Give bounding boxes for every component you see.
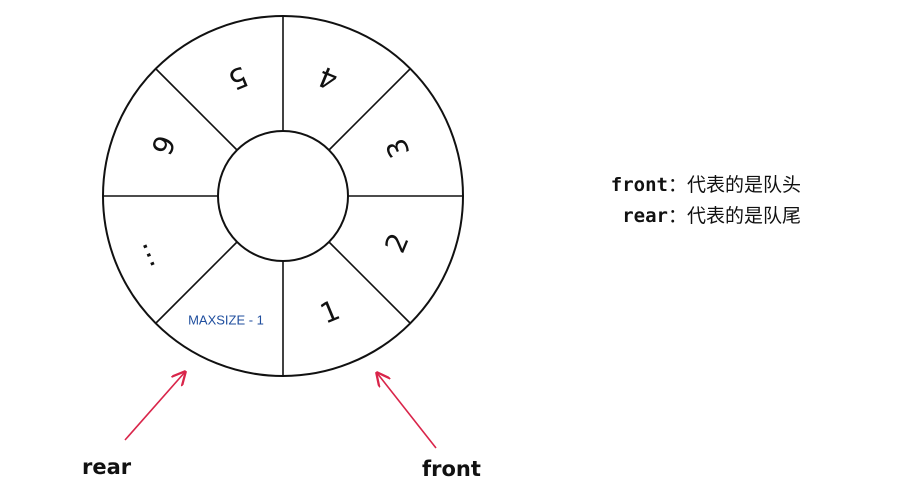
divider-line xyxy=(328,68,411,151)
divider-line xyxy=(155,68,238,151)
legend-key-rear: rear xyxy=(622,205,668,227)
segment-label-5: 5 xyxy=(223,59,252,96)
segment-label-3: 3 xyxy=(379,133,416,162)
front-label: front xyxy=(422,457,481,481)
legend-desc-rear: ：代表的是队尾 xyxy=(668,205,802,227)
segment-label-maxsize: MAXSIZE - 1 xyxy=(188,313,264,328)
legend: front：代表的是队头 rear：代表的是队尾 xyxy=(598,170,801,232)
legend-desc-front: ：代表的是队头 xyxy=(668,174,802,196)
legend-key-front: front xyxy=(610,174,668,196)
divider-line xyxy=(328,241,411,324)
front-arrow xyxy=(377,373,437,449)
segment-label-ellipsis: … xyxy=(135,233,176,271)
segment-label-1: 1 xyxy=(315,293,344,330)
inner-ring xyxy=(217,130,349,262)
divider-line xyxy=(155,241,238,324)
segment-label-4: 4 xyxy=(313,59,342,96)
rear-label: rear xyxy=(82,455,132,479)
legend-row-front: front：代表的是队头 xyxy=(598,170,801,201)
segment-label-2: 2 xyxy=(378,228,415,257)
rear-arrow xyxy=(124,372,185,441)
segment-label-6: 6 xyxy=(144,130,181,159)
legend-row-rear: rear：代表的是队尾 xyxy=(598,201,801,232)
